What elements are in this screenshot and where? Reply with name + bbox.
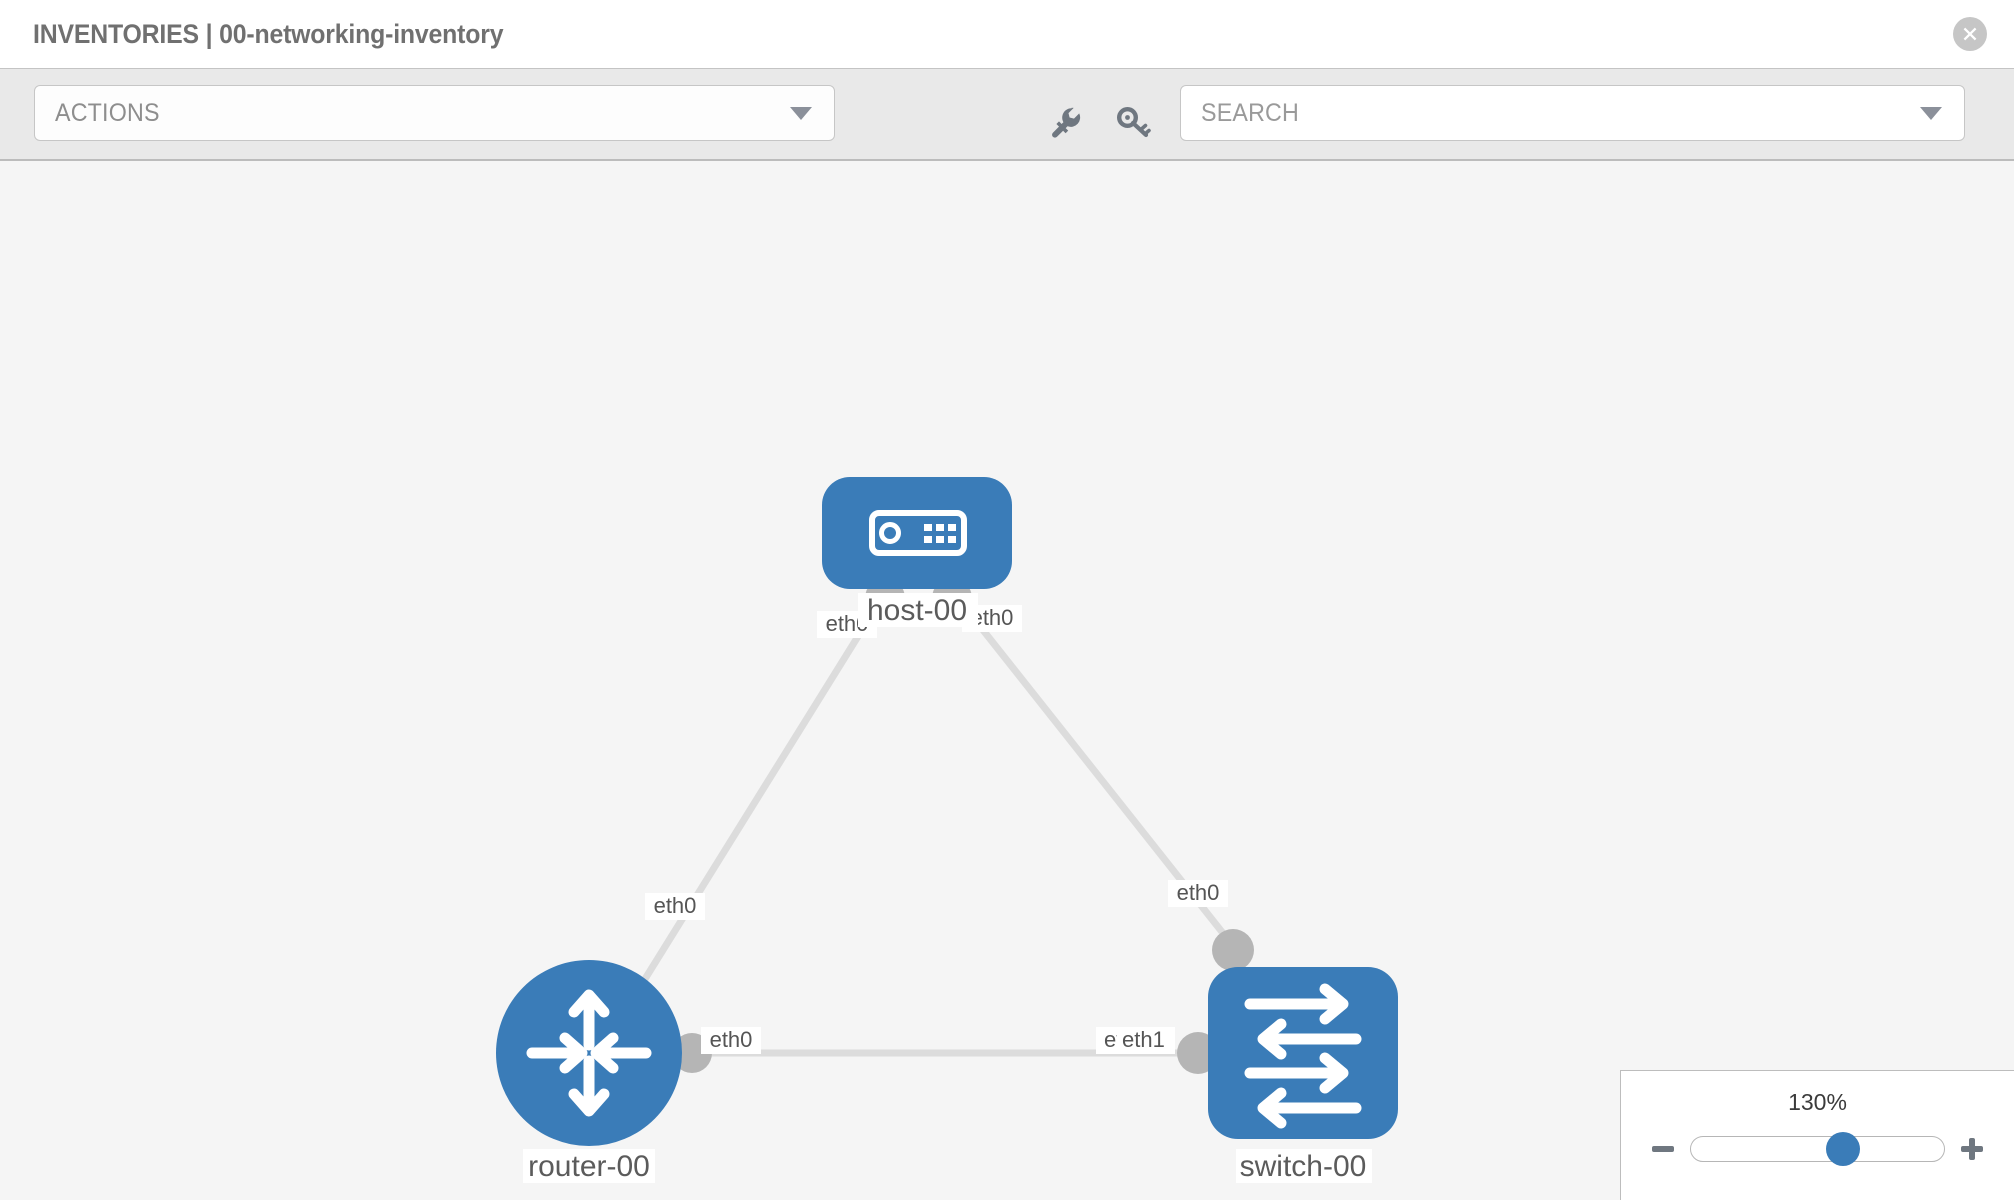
node-name-labels: host-00 router-00 switch-00 bbox=[523, 593, 1372, 1183]
zoom-slider[interactable] bbox=[1690, 1132, 1945, 1166]
zoom-in-button[interactable] bbox=[1955, 1132, 1989, 1166]
router-arrows-icon bbox=[526, 989, 652, 1117]
iface-label: eth0 bbox=[710, 1027, 753, 1052]
node-switch-00[interactable] bbox=[1208, 967, 1398, 1139]
endpoint-switch00-top[interactable] bbox=[1212, 929, 1254, 971]
node-label-switch-00: switch-00 bbox=[1240, 1150, 1367, 1183]
zoom-percent-label: 130% bbox=[1788, 1089, 1847, 1115]
chevron-down-icon bbox=[790, 106, 812, 120]
close-icon[interactable] bbox=[1953, 17, 1987, 51]
iface-label: eth0 bbox=[654, 893, 697, 918]
key-glyph bbox=[1116, 106, 1151, 138]
zoom-out-button[interactable] bbox=[1646, 1132, 1680, 1166]
key-icon[interactable] bbox=[1110, 101, 1156, 143]
node-router-00[interactable] bbox=[496, 960, 682, 1146]
search-placeholder: SEARCH bbox=[1201, 98, 1300, 127]
node-label-host-00: host-00 bbox=[867, 594, 967, 627]
node-host-00[interactable] bbox=[822, 477, 1012, 589]
page-header: INVENTORIES | 00-networking-inventory bbox=[0, 0, 2014, 68]
topology-graph: eth0 eth0 eth0 eth0 eth0 eth eth1 host-0… bbox=[496, 477, 1398, 1183]
actions-dropdown[interactable]: ACTIONS bbox=[34, 85, 835, 141]
chevron-down-icon[interactable] bbox=[1920, 106, 1942, 120]
wrench-icon[interactable] bbox=[1041, 101, 1087, 143]
toolbar: ACTIONS SEARCH bbox=[0, 68, 2014, 161]
plus-icon bbox=[1961, 1138, 1983, 1160]
page-title: INVENTORIES | 00-networking-inventory bbox=[33, 18, 504, 49]
node-label-router-00: router-00 bbox=[528, 1150, 650, 1183]
link-host00-router00[interactable] bbox=[637, 599, 883, 989]
close-x-glyph bbox=[1963, 27, 1977, 41]
iface-label: eth0 bbox=[1177, 880, 1220, 905]
search-input[interactable]: SEARCH bbox=[1180, 85, 1965, 141]
wrench-glyph bbox=[1052, 107, 1081, 138]
topology-endpoints bbox=[672, 578, 1254, 1074]
actions-dropdown-label: ACTIONS bbox=[55, 98, 160, 127]
topology-canvas[interactable]: eth0 eth0 eth0 eth0 eth0 eth eth1 host-0… bbox=[0, 161, 2014, 1200]
iface-label: eth1 bbox=[1122, 1027, 1165, 1052]
server-icon bbox=[869, 510, 967, 556]
zoom-control-panel: 130% bbox=[1620, 1070, 2014, 1200]
zoom-slider-thumb[interactable] bbox=[1825, 1132, 1860, 1166]
minus-icon bbox=[1652, 1146, 1674, 1152]
topology-links bbox=[637, 598, 1248, 1057]
switch-arrows-icon bbox=[1244, 983, 1362, 1129]
